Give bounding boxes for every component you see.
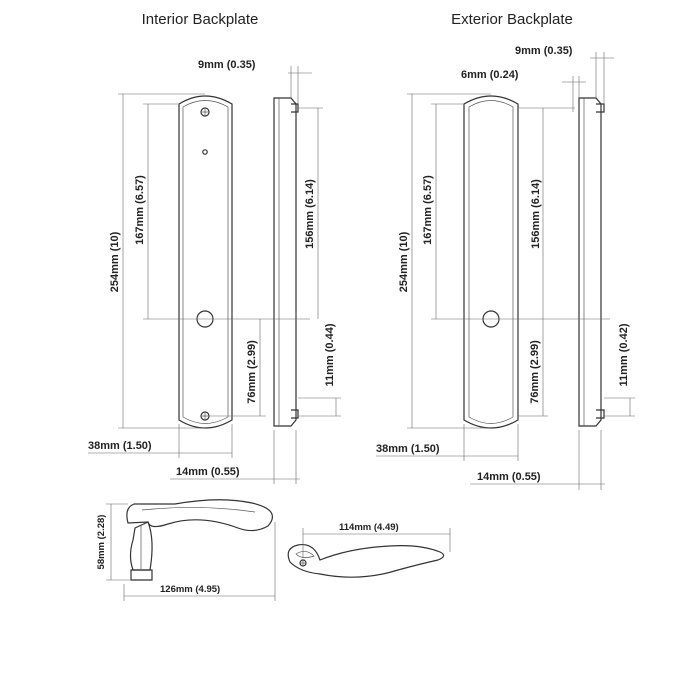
- lever-reach-label: 114mm (4.49): [339, 522, 399, 533]
- exterior-height-label: 254mm (10): [398, 231, 410, 292]
- exterior-width-label: 38mm (1.50): [376, 443, 440, 455]
- lever-front-view: [287, 543, 445, 578]
- lever-side-dimension-lines: [106, 503, 276, 601]
- exterior-screw-spacing-label: 156mm (6.14): [530, 179, 542, 249]
- exterior-dimension-lines: [376, 52, 635, 490]
- interior-title: Interior Backplate: [142, 11, 259, 28]
- exterior-inner-thickness-label: 6mm (0.24): [461, 69, 519, 81]
- lever-height-label: 58mm (2.28): [96, 515, 107, 570]
- exterior-title: Exterior Backplate: [451, 11, 573, 28]
- interior-spindle-to-cylinder-label: 76mm (2.99): [246, 340, 258, 404]
- exterior-post-offset-label: 11mm (0.42): [618, 323, 630, 386]
- interior-dimension-lines: [88, 66, 341, 484]
- interior-screw-spacing-label: 156mm (6.14): [304, 179, 316, 249]
- interior-post-offset-label: 11mm (0.44): [324, 323, 336, 386]
- interior-backplate-front: [178, 95, 233, 429]
- lever-side-view: [126, 499, 273, 581]
- interior-depth-label: 14mm (0.55): [176, 466, 240, 478]
- exterior-spindle-to-cylinder-label: 76mm (2.99): [529, 340, 541, 404]
- lever-length-label: 126mm (4.95): [160, 584, 220, 595]
- exterior-thickness-label: 9mm (0.35): [515, 45, 573, 57]
- exterior-backplate-side: [578, 97, 605, 427]
- lever-front-dimension-lines: [302, 528, 451, 558]
- exterior-top-to-spindle-label: 167mm (6.57): [422, 175, 434, 245]
- interior-height-label: 254mm (10): [109, 231, 121, 292]
- interior-width-label: 38mm (1.50): [88, 440, 152, 452]
- exterior-depth-label: 14mm (0.55): [477, 471, 541, 483]
- interior-backplate-side: [273, 97, 299, 427]
- interior-top-to-spindle-label: 167mm (6.57): [134, 175, 146, 245]
- interior-thickness-label: 9mm (0.35): [198, 59, 256, 71]
- exterior-backplate-front: [463, 95, 519, 429]
